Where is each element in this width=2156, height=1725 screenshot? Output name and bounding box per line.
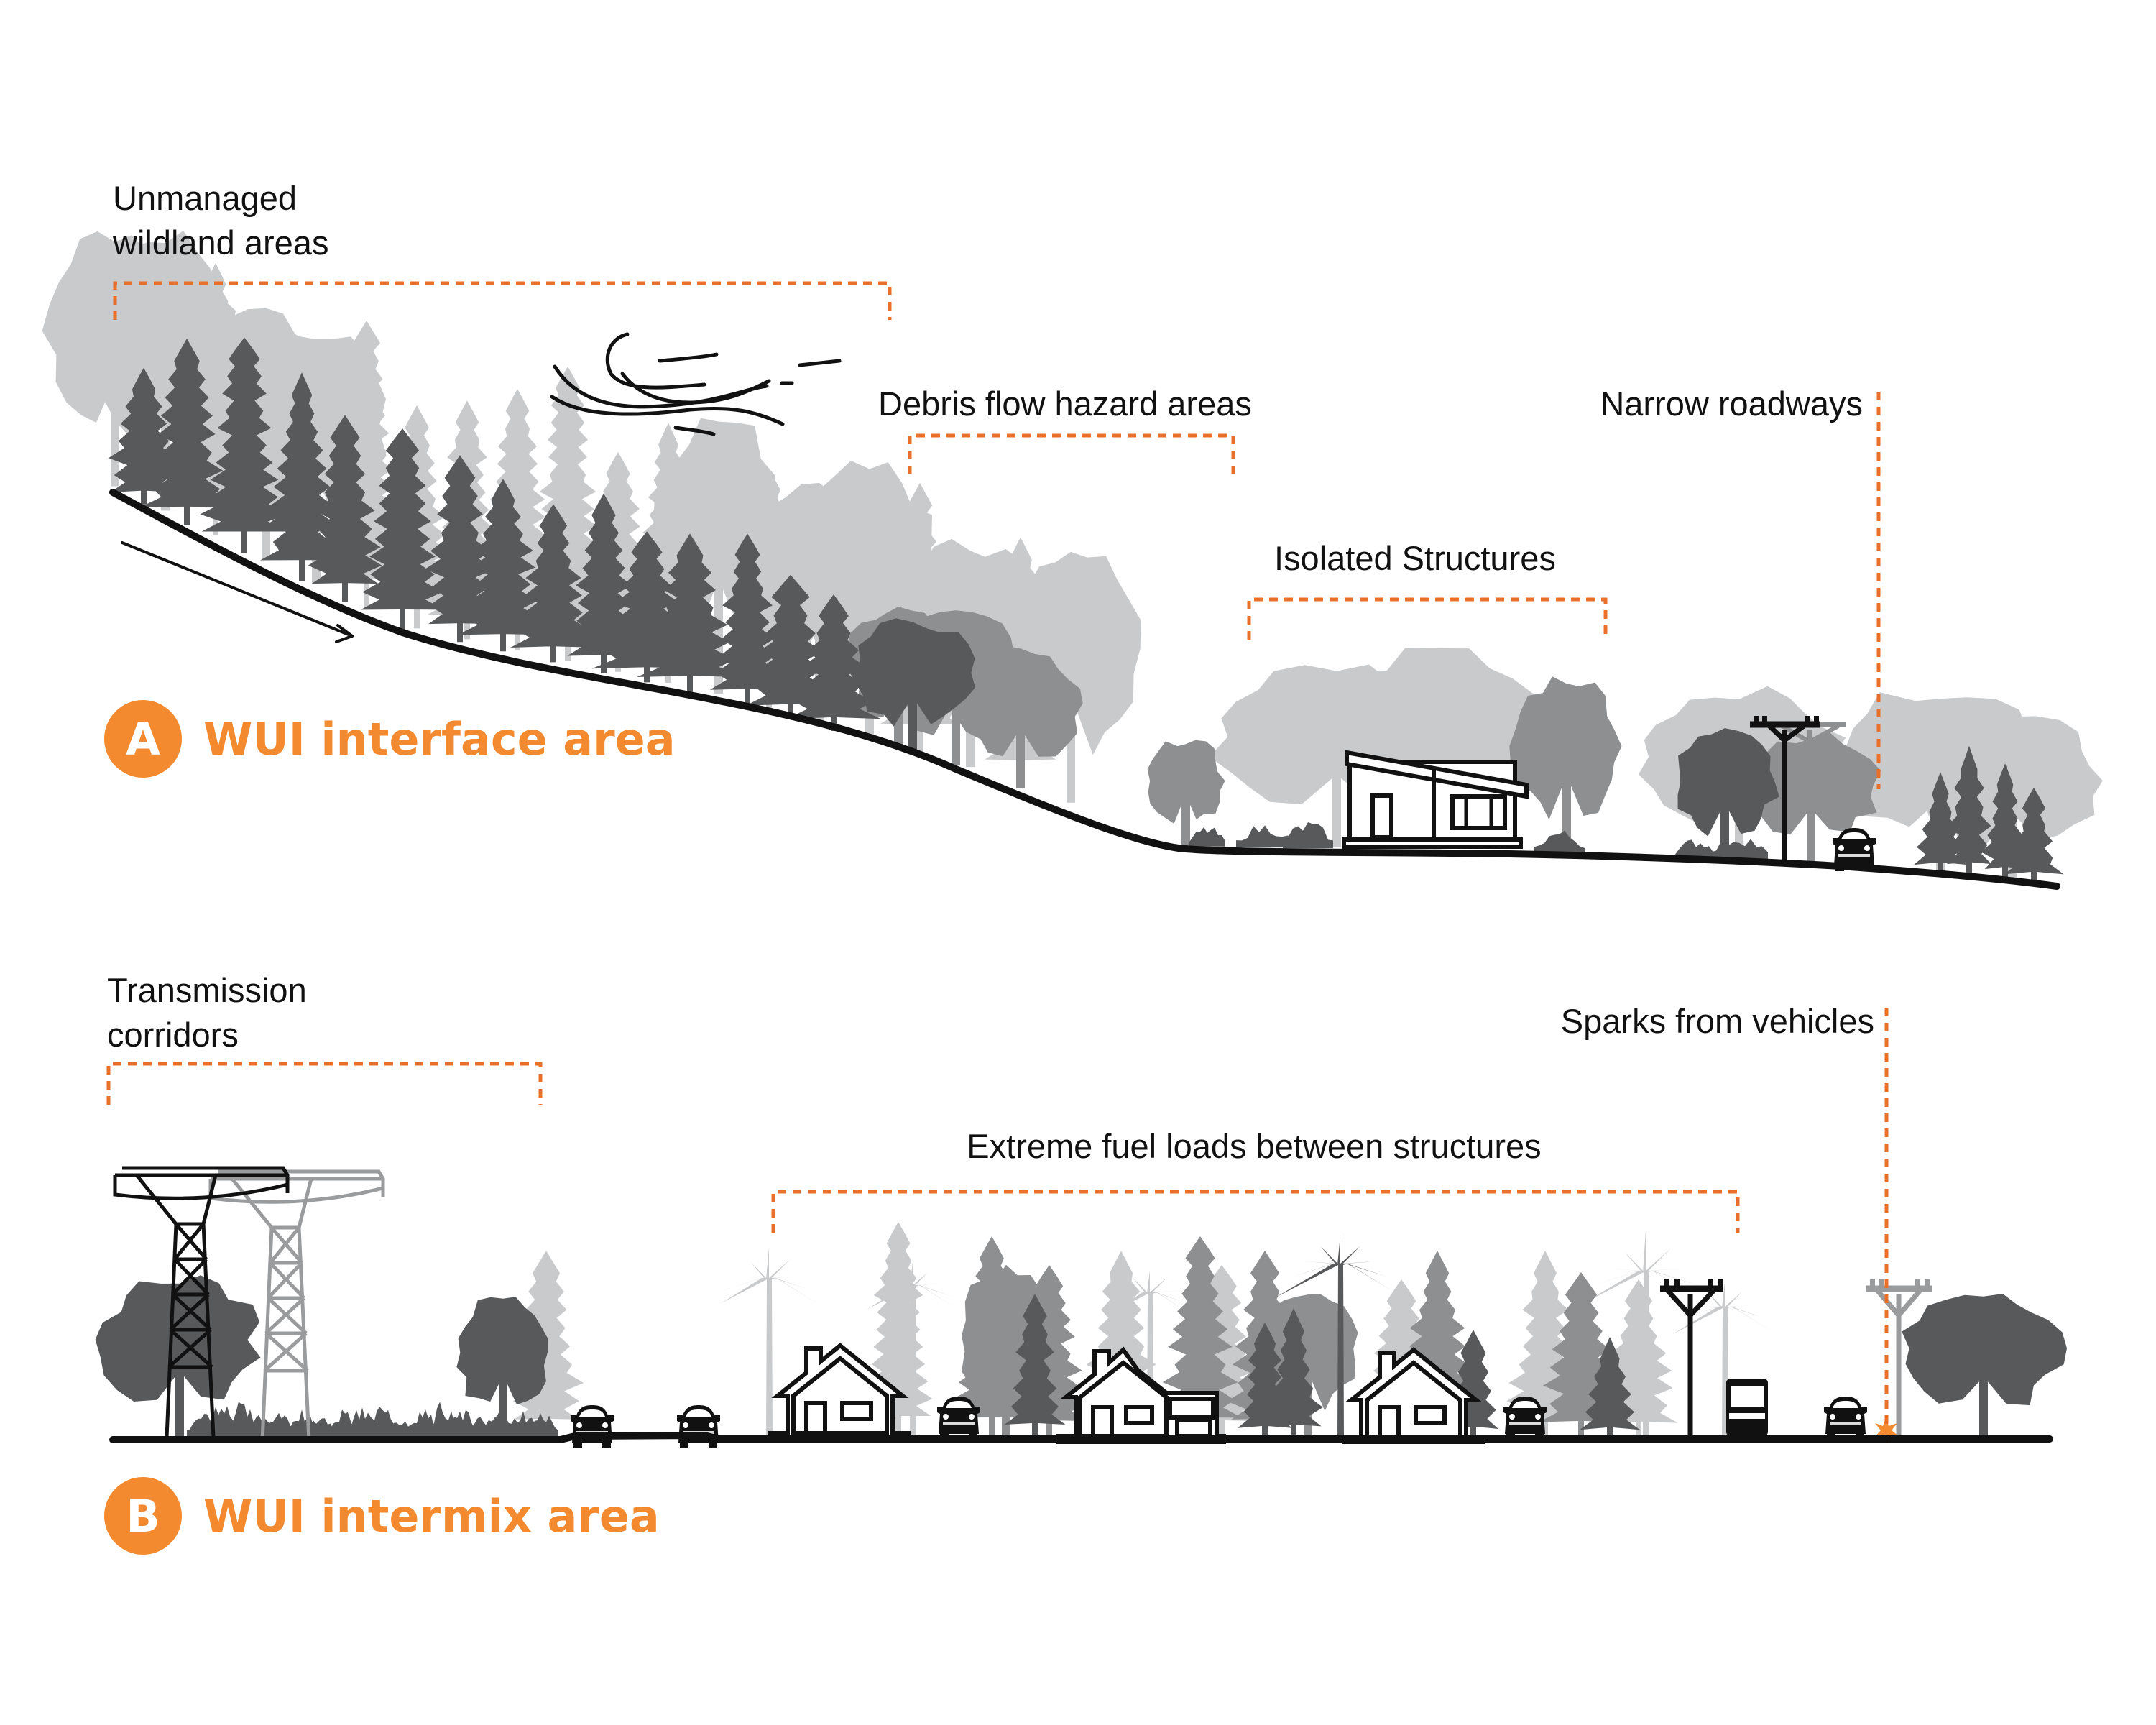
tree-layer-dark — [95, 1235, 2067, 1438]
bracket-transmission — [106, 1062, 543, 1105]
shrub-icon — [227, 1402, 256, 1438]
badge-a — [104, 700, 182, 778]
palm-tree-icon — [1105, 1270, 1193, 1438]
spark-icon — [1874, 1417, 1899, 1443]
section-a-heading: A WUI interface area — [104, 700, 676, 778]
label-transmission-line1: Transmission — [107, 971, 307, 1009]
label-transmission-corridors: Transmission corridors — [106, 971, 543, 1105]
label-fuel-loads-text: Extreme fuel loads between structures — [967, 1127, 1541, 1165]
label-isolated-structures-text: Isolated Structures — [1274, 539, 1556, 577]
utility-pole-icon — [1660, 1279, 1932, 1438]
shrub-icon — [1236, 825, 1294, 848]
section-b-title: WUI intermix area — [203, 1490, 660, 1542]
shrub-icon — [368, 1407, 397, 1438]
tree-icon — [1599, 1279, 1678, 1438]
tree-icon — [709, 533, 786, 707]
tree-icon — [1580, 1337, 1640, 1438]
tree-icon — [637, 533, 743, 692]
label-debris-flow: Debris flow hazard areas — [878, 385, 1252, 474]
tree-icon — [1147, 740, 1225, 845]
tree-icon — [1539, 1272, 1623, 1438]
badge-b — [104, 1477, 182, 1555]
label-debris-flow-text: Debris flow hazard areas — [878, 385, 1252, 423]
label-sparks-text: Sparks from vehicles — [1561, 1002, 1874, 1040]
tree-icon — [849, 618, 976, 754]
tree-layer-dark — [108, 337, 2064, 882]
bracket-unmanaged — [113, 281, 892, 320]
tree-icon — [1509, 676, 1622, 852]
tree-icon — [567, 493, 640, 673]
ground-line-b — [109, 1432, 2053, 1443]
tree-icon — [1981, 763, 2030, 879]
shrub-icon — [1189, 827, 1225, 847]
tree-icon — [95, 1275, 261, 1438]
section-b-heading: B WUI intermix area — [104, 1477, 660, 1555]
tree-icon — [456, 1297, 548, 1438]
label-unmanaged-wildland: Unmanaged wildland areas — [112, 179, 892, 320]
tree-icon — [954, 645, 1083, 788]
tree-icon — [510, 504, 596, 663]
label-sparks-from-vehicles: Sparks from vehicles — [1561, 1002, 1889, 1427]
label-extreme-fuel-loads: Extreme fuel loads between structures — [771, 1127, 1740, 1233]
shrub-icon — [529, 1413, 558, 1438]
label-unmanaged-line1: Unmanaged — [113, 179, 297, 217]
palm-tree-icon — [718, 1247, 822, 1438]
bracket-isolated-structures — [1247, 597, 1608, 640]
utility-pole-icon — [1750, 716, 1846, 862]
label-transmission-line2: corridors — [107, 1016, 239, 1054]
ground-line-a — [109, 489, 2060, 890]
bracket-fuel-loads — [771, 1190, 1740, 1233]
palm-tree-icon — [1672, 1282, 1778, 1438]
label-isolated-structures: Isolated Structures — [1247, 539, 1608, 640]
shrub-icon — [1283, 822, 1333, 849]
tree-icon — [786, 594, 881, 732]
label-unmanaged-line2: wildland areas — [112, 224, 328, 262]
tree-icon — [1902, 1294, 2067, 1438]
badge-b-letter: B — [126, 1490, 160, 1542]
shrub-icon — [1674, 840, 1718, 859]
cabin-icon — [1342, 750, 1529, 849]
shrub-icon — [1710, 839, 1768, 860]
tree-icon — [200, 337, 289, 553]
tree-icon — [140, 338, 234, 525]
tree-icon — [425, 455, 495, 643]
section-a-wui-interface — [42, 230, 2103, 890]
tree-icon — [1677, 728, 1779, 860]
tree-icon — [1158, 1236, 1243, 1438]
tree-icon — [1946, 745, 1992, 875]
wind-icon — [550, 332, 842, 436]
palm-tree-icon — [1578, 1230, 1705, 1438]
shrub-icon — [1534, 830, 1585, 854]
badge-a-letter: A — [126, 713, 160, 765]
truck-icon — [1726, 1379, 1768, 1442]
tree-icon — [245, 332, 387, 584]
slope-arrow-icon — [121, 541, 354, 643]
label-narrow-roadways: Narrow roadways — [1600, 385, 1881, 789]
bracket-debris-flow — [908, 433, 1235, 474]
section-a-title: WUI interface area — [203, 713, 676, 765]
tree-icon — [308, 415, 382, 602]
tree-icon — [1264, 1308, 1323, 1438]
tree-icon — [2004, 788, 2064, 882]
label-narrow-roadways-text: Narrow roadways — [1600, 385, 1863, 423]
tree-icon — [1004, 1294, 1066, 1438]
section-b-wui-intermix — [95, 1168, 2067, 1448]
tree-icon — [360, 428, 445, 630]
tree-icon — [457, 479, 549, 652]
